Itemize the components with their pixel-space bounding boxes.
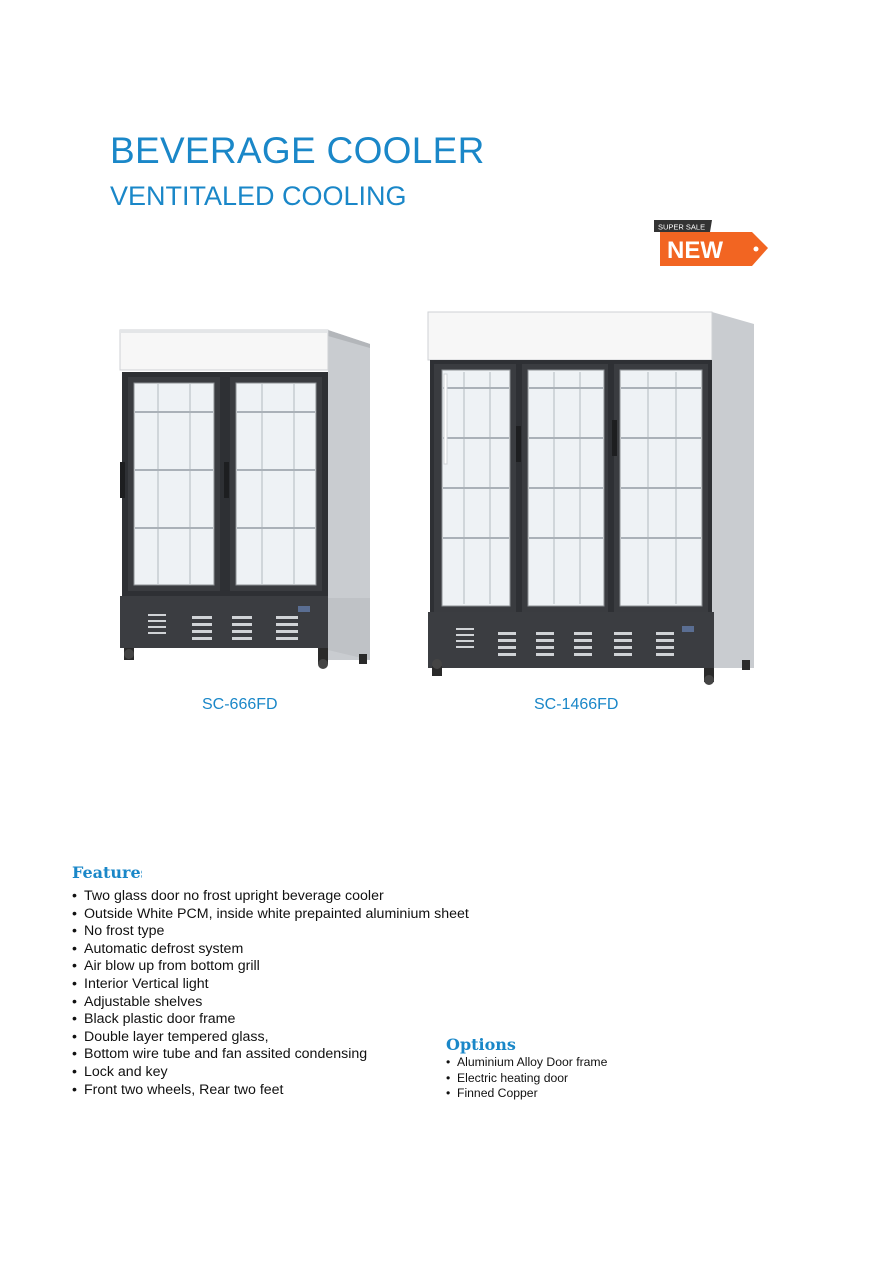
badge-top-text: SUPER SALE <box>658 223 705 232</box>
feature-item: •Front two wheels, Rear two feet <box>72 1081 284 1098</box>
option-item: •Finned Copper <box>446 1086 538 1100</box>
option-item: •Electric heating door <box>446 1070 569 1085</box>
page-subtitle: VENTITALED COOLING <box>110 181 407 211</box>
feature-item: •Bottom wire tube and fan assited conden… <box>72 1046 368 1063</box>
feature-item: •Interior Vertical light <box>72 975 209 992</box>
model-label-sc-666fd: SC-666FD <box>202 696 278 713</box>
option-item: •Aluminium Alloy Door frame <box>446 1055 608 1069</box>
feature-item: •Two glass door no frost upright beverag… <box>72 888 384 904</box>
options-heading: Options <box>446 1035 516 1054</box>
feature-item: •Black plastic door frame <box>72 1011 236 1028</box>
feature-item: •Air blow up from bottom grill <box>72 958 260 975</box>
feature-item: •Lock and key <box>72 1063 168 1080</box>
feature-item: •Adjustable shelves <box>72 993 203 1010</box>
page-title: BEVERAGE COOLER <box>110 130 485 171</box>
options-list: •Aluminium Alloy Door frame •Electric he… <box>446 1055 607 1102</box>
feature-item: •Automatic defrost system <box>72 940 244 957</box>
two-door-cooler-image <box>119 329 370 669</box>
features-list: •Two glass door no frost upright beverag… <box>72 888 469 1099</box>
three-door-cooler-image <box>427 311 754 685</box>
feature-item: •Double layer tempered glass, <box>72 1028 269 1045</box>
model-label-sc-1466fd: SC-1466FD <box>534 696 619 713</box>
features-heading: Features <box>72 863 142 882</box>
feature-item: •No frost type <box>72 923 165 940</box>
badge-main-text: NEW <box>667 237 723 264</box>
feature-item: •Outside White PCM, inside white prepain… <box>72 905 469 922</box>
new-badge: SUPER SALE NEW <box>654 220 768 266</box>
